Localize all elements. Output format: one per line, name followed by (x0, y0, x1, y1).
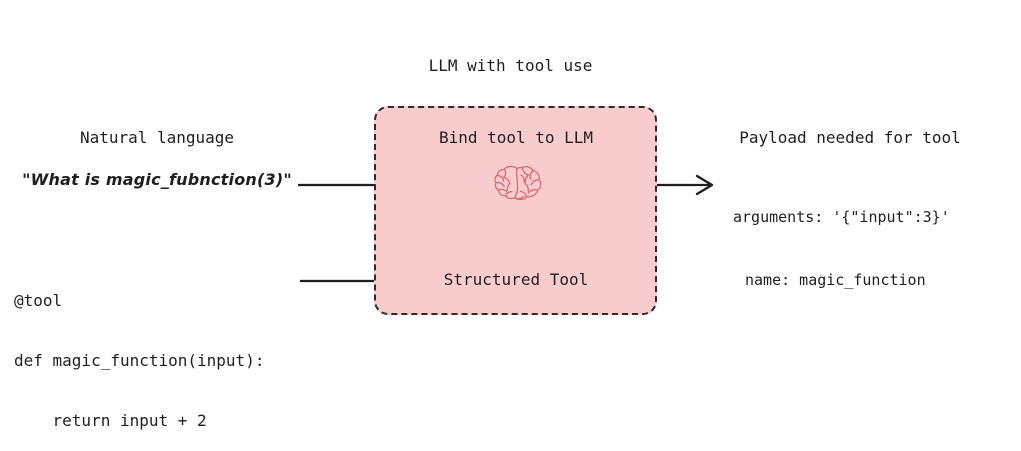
code-line-return: return input + 2 (14, 411, 207, 430)
llm-tool-box (374, 106, 657, 315)
page-title: LLM with tool use (428, 56, 593, 75)
payload-heading: Payload needed for tool (739, 128, 961, 147)
tool-code-block: @tool def magic_function(input): return … (14, 251, 264, 451)
natural-language-query: "What is magic_fubnction(3)" (22, 170, 292, 189)
structured-tool-label: Structured Tool (443, 270, 589, 289)
payload-block: arguments: '{"input":3}' name: magic_fun… (733, 165, 950, 312)
bind-tool-heading: Bind tool to LLM (438, 128, 594, 147)
code-line-decorator: @tool (14, 291, 63, 310)
code-line-def: def magic_function(input): (14, 351, 265, 370)
payload-name-line: name: magic_function (745, 271, 926, 289)
natural-language-heading: Natural language (79, 128, 235, 147)
brain-icon (494, 165, 542, 201)
payload-arguments-line: arguments: '{"input":3}' (733, 208, 950, 226)
